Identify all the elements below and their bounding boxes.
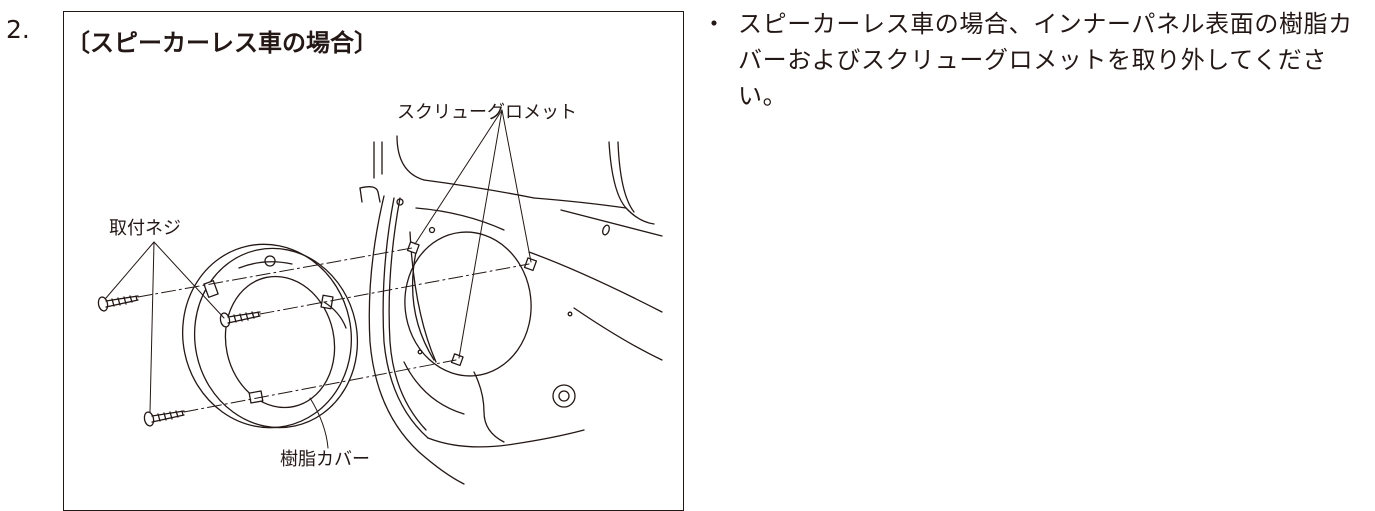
resin-cover-ring [181,243,359,429]
figure-frame: 〔スピーカーレス車の場合〕 [63,11,684,511]
callout-mounting-screw: 取付ネジ [109,218,181,239]
screw-middle [219,311,261,328]
instruction-paragraph: ・ スピーカーレス車の場合、インナーパネル表面の樹脂カバーおよびスクリューグロメ… [702,6,1367,114]
instruction-text: スピーカーレス車の場合、インナーパネル表面の樹脂カバーおよびスクリューグロメット… [738,10,1353,110]
bullet-mark: ・ [702,10,726,38]
callout-resin-cover: 樹脂カバー [280,449,370,470]
speaker-opening [404,231,532,377]
figure-title: 〔スピーカーレス車の場合〕 [66,29,378,57]
grommet-parts [406,241,538,367]
callout-screw-grommet: スクリューグロメット [397,102,577,123]
screw-top-left [97,295,139,312]
speaker-cover-illustration [97,109,663,485]
screw-bottom [143,410,185,427]
door-panel-outline [359,135,663,485]
step-number: 2. [6,15,30,44]
